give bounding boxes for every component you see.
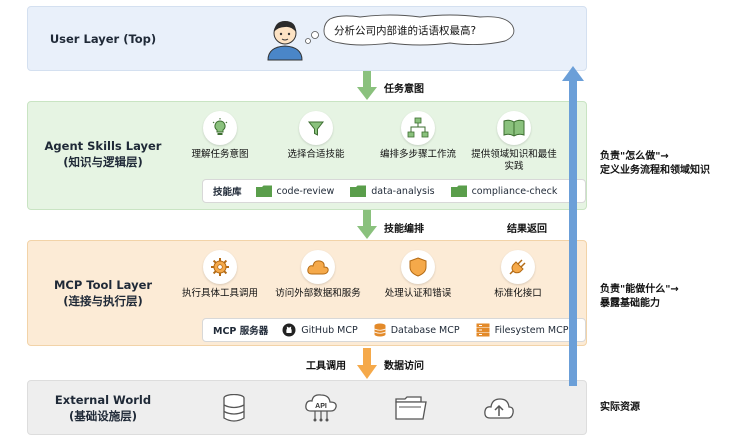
world-layer-subtitle: (基础设施层): [68, 409, 137, 423]
tool-call-label: 工具调用: [306, 361, 346, 372]
agent-skills-layer: Agent Skills Layer (知识与逻辑层) 理解任务意图 选择合适技…: [27, 101, 587, 210]
feature-label: 编排多步骤工作流: [379, 149, 456, 160]
database-icon: [219, 393, 249, 423]
agent-note-line1: 负责"怎么做"→: [600, 151, 669, 162]
folder-icon: [394, 393, 428, 423]
folder-icon: [350, 185, 367, 197]
feature-select-skill: 选择合适技能: [266, 111, 366, 161]
intent-arrow: [357, 71, 377, 100]
user-question: 分析公司内部谁的话语权最高?: [334, 25, 477, 37]
shield-icon: [401, 250, 435, 284]
user-avatar-icon: [267, 21, 303, 61]
feature-label: 提供领域知识和最佳实践: [471, 149, 557, 172]
feature-execute-tool: 执行具体工具调用: [170, 250, 270, 300]
agent-note-line2: 定义业务流程和领域知识: [600, 165, 710, 176]
cloud-icon: [301, 250, 335, 284]
mcp-database[interactable]: Database MCP: [374, 323, 460, 337]
gear-icon: [203, 250, 237, 284]
api-icon-text: API: [315, 403, 327, 410]
agent-layer-subtitle: (知识与逻辑层): [63, 155, 143, 169]
mcp-github[interactable]: GitHub MCP: [282, 323, 358, 337]
user-layer: User Layer (Top) 分析公司内部谁的话语权最高?: [27, 6, 587, 71]
cloud-upload-icon: [482, 393, 516, 423]
mcp-server-name: Filesystem MCP: [494, 324, 569, 336]
folder-icon: [450, 185, 467, 197]
feature-label: 选择合适技能: [287, 149, 345, 160]
agent-side-note: 负责"怎么做"→ 定义业务流程和领域知识: [600, 150, 710, 178]
mcp-server-label: MCP 服务器: [213, 326, 269, 337]
mcp-layer-title: MCP Tool Layer: [53, 278, 153, 292]
skill-code-review[interactable]: code-review: [255, 185, 335, 197]
feature-label: 标准化接口: [494, 288, 542, 299]
feature-domain-knowledge: 提供领域知识和最佳实践: [468, 111, 560, 173]
lightbulb-icon: [203, 111, 237, 145]
feature-label: 访问外部数据和服务: [275, 288, 361, 299]
feature-label: 处理认证和错误: [384, 288, 452, 299]
mcp-filesystem[interactable]: Filesystem MCP: [476, 323, 569, 337]
mcp-layer-subtitle: (连接与执行层): [63, 294, 143, 308]
agent-layer-title: Agent Skills Layer: [44, 139, 162, 153]
funnel-icon: [299, 111, 333, 145]
skill-library-label: 技能库: [213, 187, 242, 198]
filesystem-icon: [476, 323, 490, 337]
database-icon: [374, 323, 386, 337]
thought-bubble: [305, 14, 515, 46]
workflow-icon: [401, 111, 435, 145]
skill-library-bar: 技能库 code-review data-analysis compliance…: [202, 179, 586, 203]
folder-icon: [255, 185, 272, 197]
feature-label: 理解任务意图: [191, 149, 249, 160]
mcp-note-line1: 负责"能做什么"→: [600, 284, 679, 295]
mcp-server-name: GitHub MCP: [301, 324, 358, 336]
intent-label: 任务意图: [384, 84, 424, 95]
skill-orchestration-label: 技能编排: [384, 224, 424, 235]
tool-call-arrow: [357, 348, 377, 379]
world-side-note: 实际资源: [600, 402, 640, 413]
data-access-label: 数据访问: [384, 361, 424, 372]
skill-data-analysis[interactable]: data-analysis: [350, 185, 435, 197]
skill-orchestration-arrow: [357, 210, 377, 239]
feature-understand-intent: 理解任务意图: [170, 111, 270, 161]
feature-standard-interface: 标准化接口: [468, 250, 568, 300]
skill-name: data-analysis: [371, 185, 435, 197]
feature-orchestrate-workflow: 编排多步骤工作流: [368, 111, 468, 161]
mcp-server-bar: MCP 服务器 GitHub MCP Database MCP Filesyst…: [202, 318, 586, 342]
book-icon: [497, 111, 531, 145]
mcp-note-line2: 暴露基础能力: [600, 298, 660, 309]
feature-auth-errors: 处理认证和错误: [368, 250, 468, 300]
mcp-side-note: 负责"能做什么"→ 暴露基础能力: [600, 283, 679, 311]
skill-name: code-review: [276, 185, 335, 197]
plug-icon: [501, 250, 535, 284]
skill-name: compliance-check: [471, 185, 558, 197]
result-return-arrow: [562, 66, 584, 386]
world-layer-title: External World: [54, 393, 152, 407]
result-return-label: 结果返回: [507, 224, 547, 235]
github-icon: [282, 323, 296, 337]
api-icon: API: [304, 393, 338, 423]
mcp-server-name: Database MCP: [390, 324, 460, 336]
skill-compliance-check[interactable]: compliance-check: [450, 185, 558, 197]
feature-access-external: 访问外部数据和服务: [268, 250, 368, 300]
mcp-tool-layer: MCP Tool Layer (连接与执行层) 执行具体工具调用 访问外部数据和…: [27, 240, 587, 346]
feature-label: 执行具体工具调用: [181, 288, 258, 299]
user-layer-title: User Layer (Top): [49, 32, 157, 46]
